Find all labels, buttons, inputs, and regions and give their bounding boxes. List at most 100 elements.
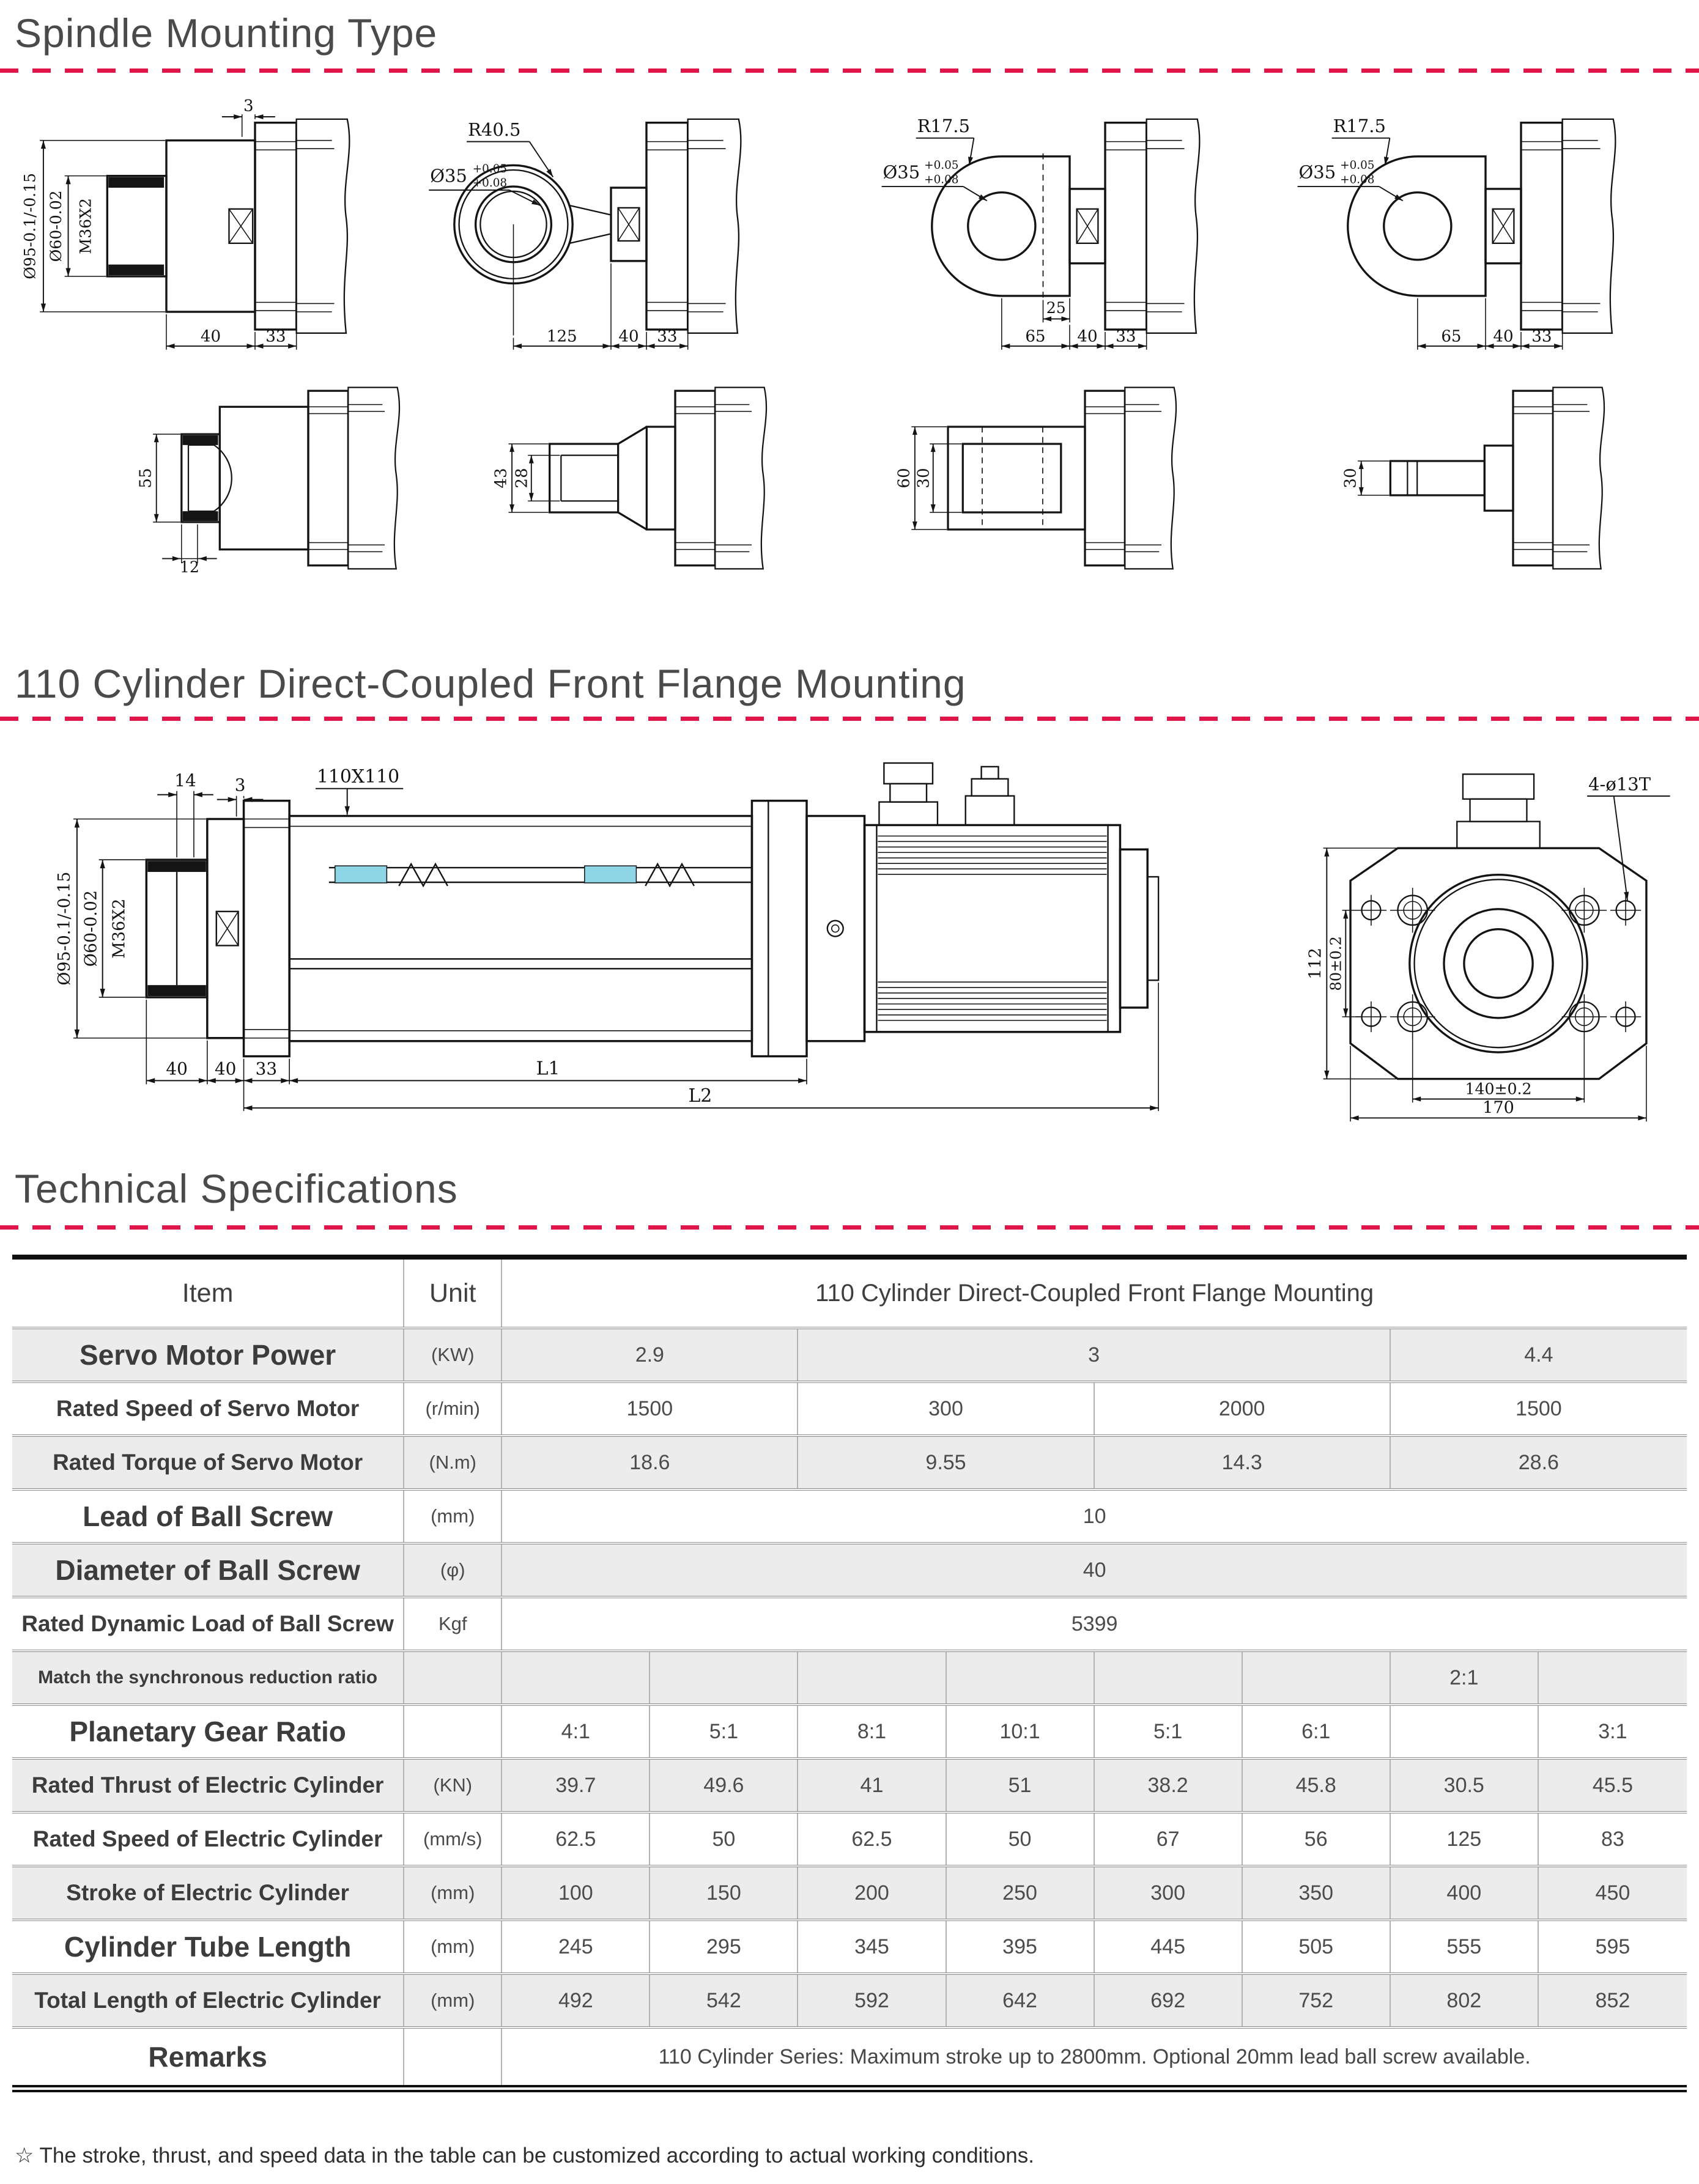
dim-label: 33 [657,327,677,345]
dimensions: R17.5 Ø35 +0.05 +0.08 65 40 33 [1297,116,1563,350]
dim-label: 55 [136,468,155,488]
dimensions: 55 12 [136,433,217,576]
spec-unit: (mm) [403,1489,502,1543]
dim-label: 60 [895,468,914,488]
section-divider [0,68,1699,73]
dim-label: 33 [265,327,286,345]
spec-cell: 2000 [1093,1382,1390,1436]
spec-item-label: Match the synchronous reduction ratio [38,1667,378,1688]
drawing-flange-front-view: 4-ø13T 112 80±0.2 140±0.2 170 [1306,759,1682,1126]
table-row: Diameter of Ball Screw (φ) 40 [12,1543,1687,1597]
spec-cell: 692 [1093,1974,1242,2027]
spec-cell: 40 [501,1543,1687,1597]
dim-label: 33 [1531,327,1552,345]
dim-label: 14 [174,770,196,791]
spec-cell: 62.5 [501,1812,650,1866]
spec-cell: 250 [945,1866,1094,1920]
dim-label: 65 [1441,327,1461,345]
spec-cell: 555 [1389,1920,1538,1974]
dim-label: 140±0.2 [1465,1080,1531,1098]
spec-cell: 200 [797,1866,946,1920]
table-row-remarks: Remarks 110 Cylinder Series: Maximum str… [12,2027,1687,2089]
spec-item-label: Lead of Ball Screw [83,1500,333,1532]
dim-label: R40.5 [468,119,520,140]
spec-cell: 492 [501,1974,650,2027]
spec-cell [501,1651,650,1705]
dim-label: 28 [513,468,531,488]
dim-label: 30 [914,468,933,488]
dim-label: Ø60-0.02 [82,890,101,967]
spec-cell: 450 [1537,1866,1687,1920]
table-row: Match the synchronous reduction ratio 2:… [12,1651,1687,1705]
spec-cell: 595 [1537,1920,1687,1974]
dim-label: 40 [166,1058,187,1079]
spec-cell: 8:1 [797,1705,946,1758]
spec-cell: 83 [1537,1812,1687,1866]
spec-remark: 110 Cylinder Series: Maximum stroke up t… [501,2027,1687,2089]
dim-label: 43 [492,468,511,488]
drawing-clevis-mount-dimensioned: R17.5 Ø35 +0.05 +0.08 25 65 40 33 [875,99,1229,353]
spec-cell: 1500 [501,1382,798,1436]
col-header-item: Item [182,1278,234,1308]
spec-item-label: Planetary Gear Ratio [69,1716,346,1747]
spec-cell: 350 [1241,1866,1390,1920]
dim-label: 65 [1025,327,1045,345]
dim-label: 40 [201,327,221,345]
drawing-fork-mount: 60 30 [862,384,1205,572]
dim-label: M36X2 [76,198,94,254]
spec-cell: 5399 [501,1597,1687,1651]
spec-cell: 542 [649,1974,798,2027]
spec-cell [945,1651,1094,1705]
spec-cell: 445 [1093,1920,1242,1974]
drawing-socket-mount: 55 12 [86,384,428,576]
drawing-flat-shaft-mount: 43 28 [453,384,795,572]
dim-label: 3 [235,775,246,795]
spec-unit [403,2027,502,2089]
dim-label: Ø95-0.1/-0.15 [21,173,39,279]
spec-cell: 300 [797,1382,1094,1436]
dim-label: 12 [180,558,199,576]
dim-label: 4-ø13T [1588,773,1651,794]
dim-label: 40 [215,1058,236,1079]
spec-unit: (mm) [403,1974,502,2027]
dim-label: 170 [1482,1099,1514,1118]
spec-cell: 41 [797,1758,946,1812]
spec-cell: 345 [797,1920,946,1974]
dim-label: M36X2 [110,899,129,959]
section-title-spindle: Spindle Mounting Type [15,10,438,56]
table-row: Cylinder Tube Length (mm) 245 295 345 39… [12,1920,1687,1974]
dim-label: +0.08 [1340,173,1374,186]
spec-cell: 2:1 [1389,1651,1538,1705]
spec-cell: 50 [649,1812,798,1866]
dim-label: 33 [256,1058,277,1079]
part-outline [106,118,350,334]
part-outline [549,386,768,570]
spec-unit: (φ) [403,1543,502,1597]
spec-cell: 5:1 [649,1705,798,1758]
spec-item-label: Rated Torque of Servo Motor [53,1450,363,1475]
spec-item-label: Rated Speed of Servo Motor [56,1396,360,1421]
table-row: Stroke of Electric Cylinder (mm) 100 150… [12,1866,1687,1920]
spec-cell: 1500 [1389,1382,1687,1436]
spec-cell: 3 [797,1328,1390,1382]
spec-unit: (mm) [403,1920,502,1974]
spec-cell: 51 [945,1758,1094,1812]
spec-unit: (KN) [403,1758,502,1812]
dim-label: +0.08 [473,177,507,190]
spec-item-label: Rated Speed of Electric Cylinder [32,1826,383,1851]
dimensions: Ø95-0.1/-0.15 Ø60-0.02 M36X2 3 40 33 [21,97,297,350]
dimensions: 43 28 [492,443,560,513]
spec-unit: (KW) [403,1328,502,1382]
part-outline [453,118,742,336]
spec-cell: 14.3 [1093,1436,1390,1489]
spec-cell: 400 [1389,1866,1538,1920]
dim-label: 33 [1116,327,1136,345]
spec-cell [797,1651,946,1705]
spec-item-label: Cylinder Tube Length [64,1931,352,1963]
spec-cell [1241,1651,1390,1705]
table-row: Lead of Ball Screw (mm) 10 [12,1489,1687,1543]
spec-item-label: Remarks [148,2041,267,2073]
dimensions: 4-ø13T 112 80±0.2 140±0.2 170 [1306,773,1670,1122]
section-divider [0,717,1699,721]
table-row: Rated Speed of Servo Motor (r/min) 1500 … [12,1382,1687,1436]
